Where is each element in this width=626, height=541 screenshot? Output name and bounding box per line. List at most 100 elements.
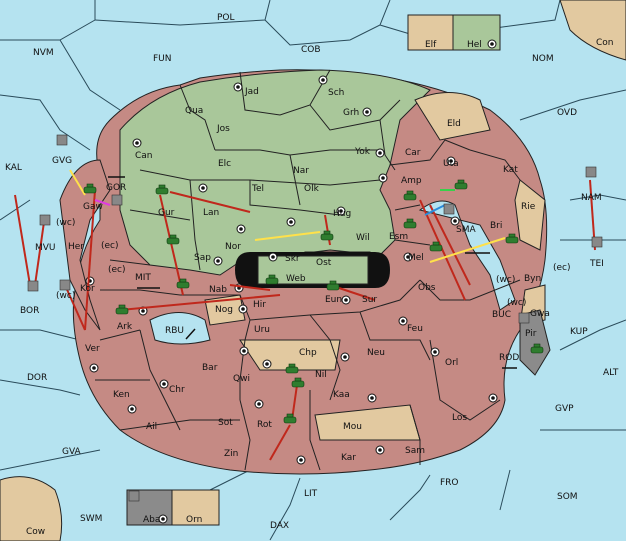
army-unit	[83, 183, 97, 194]
label-nog: Nog	[215, 305, 233, 315]
label-con: Con	[596, 38, 614, 48]
label-bor: BOR	[20, 306, 39, 316]
fleet-unit	[111, 194, 123, 206]
west-peninsula	[59, 159, 111, 331]
coast-tag: (ec)	[108, 265, 126, 275]
label-kaa: Kaa	[333, 390, 350, 400]
orders	[14, 169, 596, 461]
legend-top	[407, 14, 501, 51]
label-hir: Hir	[253, 300, 266, 310]
label-rod: ROD	[499, 353, 519, 363]
island-cow	[0, 476, 63, 541]
label-sma: SMA	[456, 225, 476, 235]
label-uru: Uru	[254, 325, 270, 335]
label-mvu: MVU	[35, 243, 56, 253]
label-sam: Sam	[405, 446, 425, 456]
label-kup: KUP	[570, 327, 588, 337]
units	[27, 134, 603, 502]
coast-tag: (wc)	[56, 291, 75, 301]
region-pir	[519, 309, 551, 376]
coast-tag: (wc)	[507, 298, 526, 308]
label-mit: MIT	[135, 273, 151, 283]
label-her: Her	[68, 242, 84, 252]
legend-bottom	[126, 489, 220, 526]
army-unit	[166, 234, 180, 245]
label-los: Los	[452, 413, 467, 423]
label-chp: Chp	[299, 348, 317, 358]
label-ovd: OVD	[557, 108, 577, 118]
island-con	[559, 0, 626, 61]
label-sur: Sur	[362, 295, 377, 305]
label-kar: Kar	[341, 453, 356, 463]
label-chr: Chr	[169, 385, 185, 395]
label-ost: Ost	[316, 258, 332, 268]
continent-north	[119, 69, 431, 276]
coast-tag: (ec)	[553, 263, 571, 273]
label-sch: Sch	[328, 88, 344, 98]
label-nar: Nar	[293, 166, 309, 176]
label-kal: KAL	[5, 163, 22, 173]
label-rbu: RBU	[165, 326, 184, 336]
label-nil: Nil	[315, 370, 327, 380]
label-hug: Hug	[333, 209, 351, 219]
army-unit	[429, 241, 443, 252]
army-unit	[115, 304, 129, 315]
label-mel: Mel	[408, 253, 424, 263]
region-rie	[514, 179, 546, 251]
region-eld	[414, 92, 491, 141]
label-lit: LIT	[304, 489, 318, 499]
label-cob: COB	[301, 45, 321, 55]
label-nam: NAM	[581, 193, 602, 203]
label-dor: DOR	[27, 373, 47, 383]
label-ver: Ver	[85, 344, 100, 354]
label-sot: Sot	[218, 418, 233, 428]
fleet-unit	[585, 166, 597, 178]
label-neu: Neu	[367, 348, 385, 358]
army-unit	[320, 230, 334, 241]
army-unit	[530, 343, 544, 354]
label-rie: Rie	[521, 202, 536, 212]
label-som: SOM	[557, 492, 578, 502]
coast-tag: (wc)	[56, 218, 75, 228]
fleet-unit	[443, 203, 455, 215]
label-cow: Cow	[26, 527, 45, 537]
label-elc: Elc	[218, 159, 231, 169]
fleet-unit	[27, 280, 39, 292]
label-lan: Lan	[203, 208, 219, 218]
label-wil: Wil	[356, 233, 370, 243]
label-fro: FRO	[440, 478, 459, 488]
fleet-unit	[518, 312, 530, 324]
fleet-unit	[56, 134, 68, 146]
fleet-unit	[59, 279, 71, 291]
army-unit	[265, 274, 279, 285]
label-byn: Byn	[524, 274, 541, 284]
label-eun: Eun	[325, 295, 342, 305]
label-gvp: GVP	[555, 404, 574, 414]
label-gor: GOR	[106, 183, 126, 193]
army-unit	[285, 363, 299, 374]
label-hel: Hel	[467, 40, 482, 50]
label-ken: Ken	[113, 390, 130, 400]
label-buc: BUC	[492, 310, 511, 320]
label-feu: Feu	[407, 324, 423, 334]
label-gwa: Gwa	[530, 309, 550, 319]
label-nvm: NVM	[33, 48, 54, 58]
army-unit	[326, 280, 340, 291]
label-gur: Gur	[158, 208, 175, 218]
label-can: Can	[135, 151, 153, 161]
label-qua: Qua	[185, 106, 203, 116]
army-unit	[403, 218, 417, 229]
label-tei: TEI	[589, 259, 604, 269]
fleet-unit	[591, 236, 603, 248]
label-olk: Olk	[304, 184, 320, 194]
army-unit	[403, 190, 417, 201]
region-nog	[204, 294, 246, 326]
label-orn: Orn	[186, 515, 202, 525]
label-zin: Zin	[224, 449, 238, 459]
label-tel: Tel	[251, 184, 264, 194]
inner-sea	[149, 312, 211, 345]
supply-centers	[85, 39, 498, 524]
label-car: Car	[405, 148, 421, 158]
connectors	[108, 176, 517, 369]
label-bar: Bar	[202, 363, 218, 373]
